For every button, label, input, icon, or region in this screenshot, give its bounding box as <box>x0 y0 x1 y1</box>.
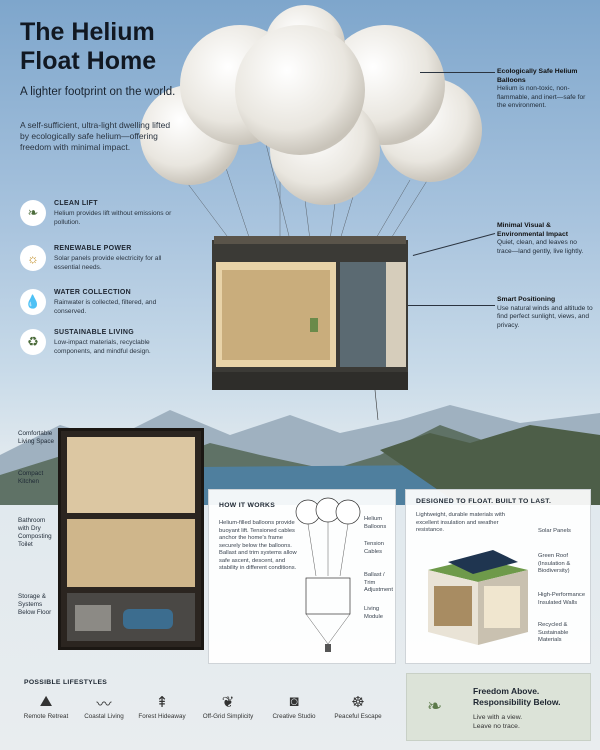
callout-desc: Use natural winds and altitude to find p… <box>497 304 593 329</box>
camera-icon: ◙ <box>289 693 299 710</box>
section-heading: POSSIBLE LIFESTYLES <box>24 679 108 686</box>
how-it-works-diagram <box>295 497 361 652</box>
leaf-icon: ❧ <box>427 696 443 716</box>
helium-balloons <box>140 5 482 205</box>
callout-leader-line <box>408 305 495 306</box>
page-title: The Helium Float Home <box>20 18 220 76</box>
lifestyle-item: ⇞ Forest Hideaway <box>134 693 190 721</box>
feature-renewable-power: ☼ RENEWABLE POWER Solar panels provide e… <box>20 245 190 295</box>
callout-desc: Quiet, clean, and leaves no trace—land g… <box>497 239 584 255</box>
module-cutaway-illustration <box>428 550 528 645</box>
tree-icon: ⇞ <box>155 694 169 711</box>
intro-text: A self-sufficient, ultra-light dwelling … <box>20 120 171 152</box>
panel-text: Lightweight, durable materials with exce… <box>416 512 505 533</box>
diagram-label: Solar Panels <box>538 528 571 534</box>
leaf-icon: ❧ <box>20 200 46 226</box>
callout-desc: Helium is non-toxic, non-flammable, and … <box>497 85 586 109</box>
callout-title: Smart Positioning <box>497 296 556 303</box>
tagline-line-1: Freedom Above. <box>473 686 540 696</box>
lifestyle-item: ⛰ Remote Retreat <box>18 693 74 721</box>
diagram-label: Ballast / Trim Adjustment <box>364 572 393 593</box>
subtitle: A lighter footprint on the world. <box>20 86 176 98</box>
storage-systems <box>67 593 195 641</box>
title-line-1: The Helium <box>20 18 155 46</box>
panel-heading: DESIGNED TO FLOAT. BUILT TO LAST. <box>416 498 552 505</box>
lifestyle-item: ◙ Creative Studio <box>266 693 322 721</box>
mountain-icon: ⛰ <box>39 693 53 710</box>
panel-text: Helium-filled balloons provide buoyant l… <box>219 520 297 571</box>
lower-room <box>67 519 195 587</box>
diagram-label: Helium Balloons <box>364 516 387 530</box>
floating-home-illustration <box>140 5 482 420</box>
feature-title: RENEWABLE POWER <box>54 245 132 252</box>
section-label: Bathroom with Dry Composting Toilet <box>18 517 52 548</box>
how-it-works-panel: HOW IT WORKS Helium-filled balloons prov… <box>208 489 396 664</box>
feature-title: CLEAN LIFT <box>54 200 98 207</box>
section-label: Storage & Systems Below Floor <box>18 593 52 616</box>
possible-lifestyles-section: POSSIBLE LIFESTYLES ⛰ Remote Retreat 〰 C… <box>10 673 395 741</box>
title-line-2: Float Home <box>20 47 157 75</box>
callout-helium-balloons: Ecologically Safe Helium Balloons Helium… <box>497 68 593 111</box>
section-label: Comfortable Living Space <box>18 430 55 445</box>
feature-desc: Low-impact materials, recyclable compone… <box>54 339 151 355</box>
feature-title: SUSTAINABLE LIVING <box>54 329 134 336</box>
tagline-sub-2: Leave no trace. <box>473 722 520 730</box>
lifestyle-item: 〰 Coastal Living <box>76 693 132 721</box>
diagram-label: High-Performance Insulated Walls <box>538 592 586 606</box>
living-room <box>67 437 195 513</box>
panel-heading: HOW IT WORKS <box>219 502 276 509</box>
callout-smart-positioning: Smart Positioning Use natural winds and … <box>497 296 593 330</box>
feature-sustainable-living: ♻ SUSTAINABLE LIVING Low-impact material… <box>20 329 190 379</box>
diagram-label: Tension Cables <box>364 541 384 555</box>
water-drop-icon: 💧 <box>20 289 46 315</box>
feature-desc: Solar panels provide electricity for all… <box>54 255 162 271</box>
tagline-line-2: Responsibility Below. <box>473 697 561 707</box>
house-module <box>212 236 408 390</box>
feature-desc: Rainwater is collected, filtered, and co… <box>54 299 157 315</box>
feature-water-collection: 💧 WATER COLLECTION Rainwater is collecte… <box>20 289 190 339</box>
section-label: Compact Kitchen <box>18 470 44 485</box>
tagline-sub-1: Live with a view. <box>473 714 523 721</box>
hand-leaf-icon: ❦ <box>221 694 235 711</box>
meditation-icon: ☸ <box>351 694 365 711</box>
diagram-label: Recycled & Sustainable Materials <box>538 622 569 643</box>
callout-minimal-impact: Minimal Visual & Environmental Impact Qu… <box>497 222 593 256</box>
callout-leader-line <box>420 72 495 73</box>
designed-to-float-panel: DESIGNED TO FLOAT. BUILT TO LAST. Lightw… <box>405 489 591 664</box>
wave-icon: 〰 <box>96 696 112 713</box>
sun-icon: ☼ <box>20 245 46 271</box>
callout-title: Minimal Visual & Environmental Impact <box>497 222 569 238</box>
lifestyle-item: ☸ Peaceful Escape <box>330 693 386 721</box>
feature-title: WATER COLLECTION <box>54 289 131 296</box>
diagram-label: Living Module <box>364 606 384 620</box>
diagram-label: Green Roof (Insulation & Biodiversity) <box>538 553 571 574</box>
freedom-tagline-box: ❧ Freedom Above. Responsibility Below. L… <box>406 673 591 741</box>
callout-title: Ecologically Safe Helium Balloons <box>497 68 578 84</box>
cross-section-illustration <box>58 428 204 650</box>
lifestyle-item: ❦ Off-Grid Simplicity <box>200 693 256 721</box>
feature-clean-lift: ❧ CLEAN LIFT Helium provides lift withou… <box>20 200 190 250</box>
recycle-icon: ♻ <box>20 329 46 355</box>
feature-desc: Helium provides lift without emissions o… <box>54 210 172 226</box>
